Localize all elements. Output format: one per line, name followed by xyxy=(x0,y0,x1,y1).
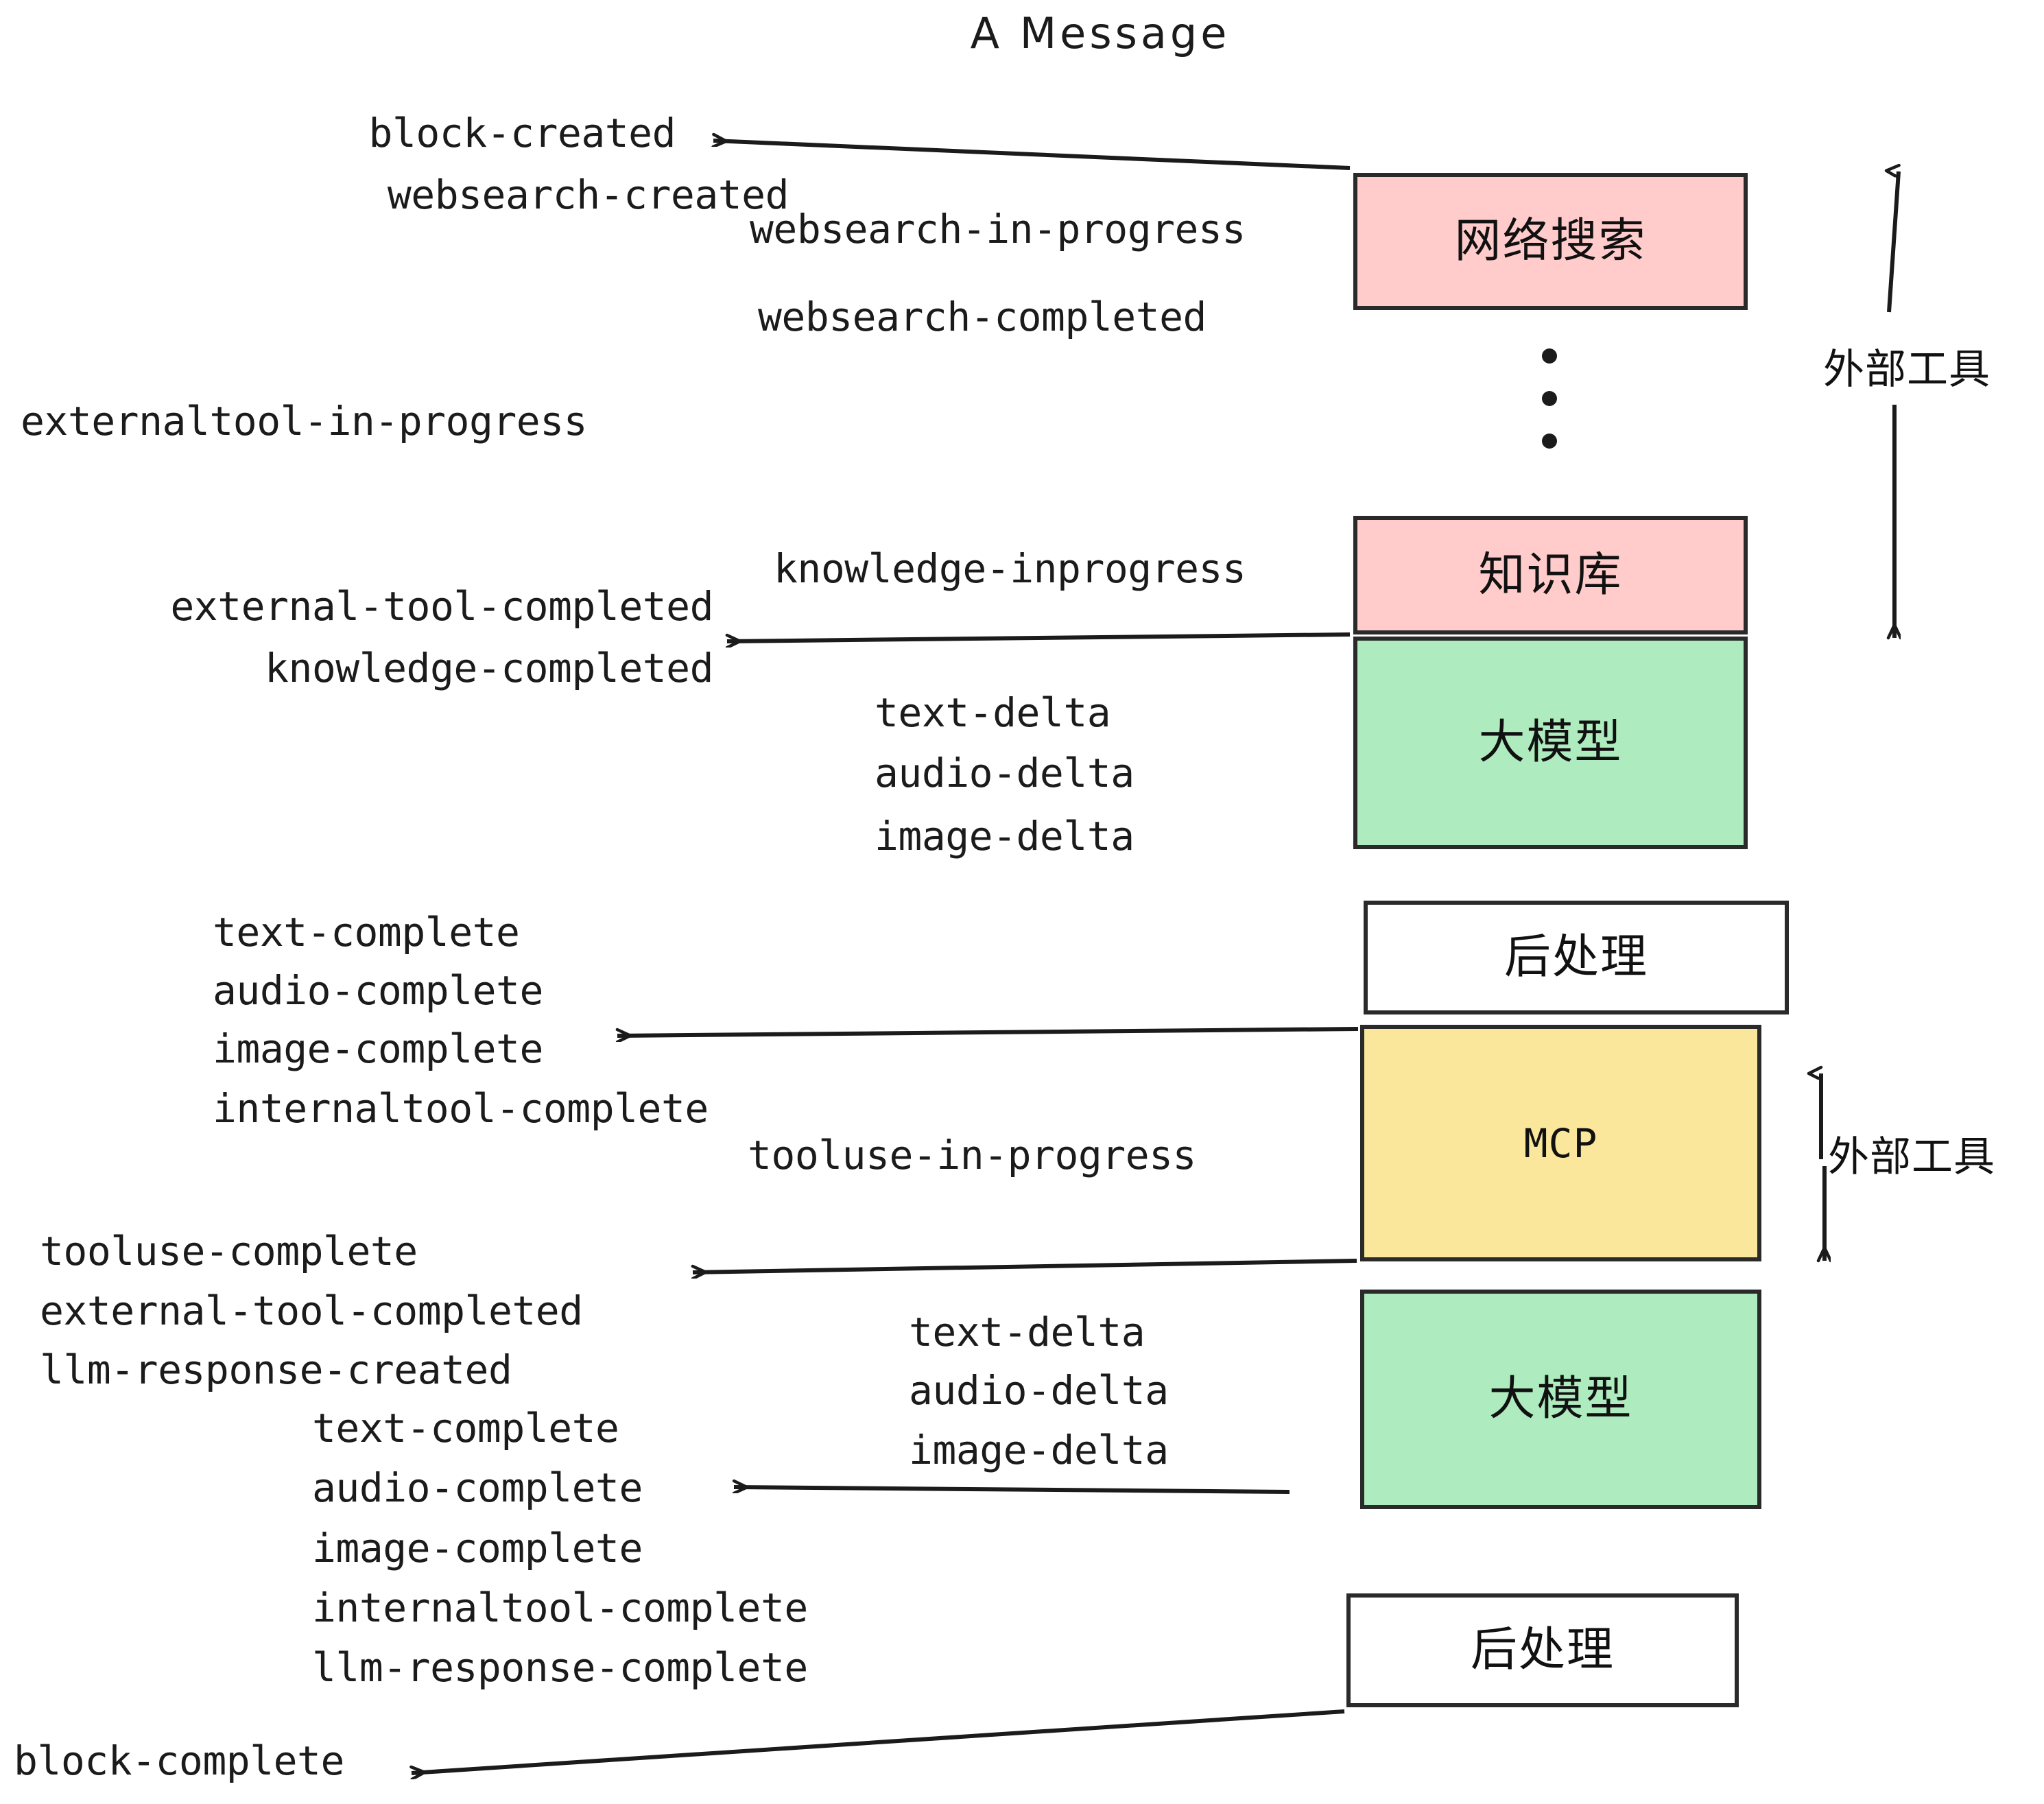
event-label-knowledge-completed: knowledge-completed xyxy=(265,645,713,691)
node-label: 知识库 xyxy=(1478,547,1623,602)
arrow-mcp-to-tooluse-complete xyxy=(693,1259,1357,1272)
event-label-knowledge-inprogress: knowledge-inprogress xyxy=(774,545,1246,592)
node-llm-2[interactable]: 大模型 xyxy=(1360,1290,1761,1509)
event-label-audio-complete-2: audio-complete xyxy=(312,1464,643,1511)
ellipsis-dot xyxy=(1542,348,1557,364)
event-label-image-complete-1: image-complete xyxy=(213,1025,543,1072)
arrow-llm2-to-audio-complete xyxy=(734,1487,1290,1494)
event-label-websearch-in-progress: websearch-in-progress xyxy=(750,206,1246,252)
node-postprocess-1[interactable]: 后处理 xyxy=(1364,901,1789,1014)
node-knowledge[interactable]: 知识库 xyxy=(1353,516,1748,634)
event-label-tooluse-in-progress: tooluse-in-progress xyxy=(748,1132,1196,1178)
event-label-tooluse-complete: tooluse-complete xyxy=(40,1228,418,1274)
event-label-image-delta-2: image-delta xyxy=(909,1427,1169,1473)
event-label-llm-response-created: llm-response-created xyxy=(40,1346,512,1393)
event-label-internaltool-complete-1: internaltool-complete xyxy=(213,1085,709,1132)
event-label-websearch-completed: websearch-completed xyxy=(758,294,1207,340)
page-title: A Message xyxy=(970,8,1231,58)
node-label: 大模型 xyxy=(1478,715,1623,770)
event-label-text-delta-1: text-delta xyxy=(875,689,1111,736)
arrow-knowledge-to-completed xyxy=(727,632,1351,641)
event-label-externaltool-in-progress: externaltool-in-progress xyxy=(21,398,588,444)
node-label: 后处理 xyxy=(1470,1623,1615,1677)
arrow-postprocess1-to-image-complete xyxy=(617,1027,1359,1036)
arrow-external-tool-top-up xyxy=(1889,171,1901,313)
ellipsis-dot xyxy=(1542,391,1557,406)
node-websearch[interactable]: 网络搜索 xyxy=(1353,173,1748,310)
vertical-ellipsis xyxy=(1542,348,1557,476)
arrow-websearch-to-created xyxy=(713,141,1351,170)
event-label-audio-delta-1: audio-delta xyxy=(875,750,1134,796)
event-label-llm-response-complete: llm-response-complete xyxy=(312,1644,808,1691)
node-llm-1[interactable]: 大模型 xyxy=(1353,637,1748,849)
event-label-websearch-created: websearch-created xyxy=(387,171,789,218)
event-label-text-complete-2: text-complete xyxy=(312,1405,619,1451)
side-label-external-tool-bottom: 外部工具 xyxy=(1828,1133,1995,1181)
event-label-audio-delta-2: audio-delta xyxy=(909,1367,1169,1414)
event-label-block-created: block-created xyxy=(368,110,676,156)
event-label-block-complete: block-complete xyxy=(14,1737,344,1784)
event-label-external-tool-completed-2: external-tool-completed xyxy=(40,1287,583,1334)
event-label-audio-complete-1: audio-complete xyxy=(213,967,543,1014)
event-label-image-delta-1: image-delta xyxy=(875,813,1134,859)
event-label-internaltool-complete-2: internaltool-complete xyxy=(312,1585,808,1631)
event-label-text-complete-1: text-complete xyxy=(213,909,520,956)
node-postprocess-2[interactable]: 后处理 xyxy=(1346,1593,1739,1707)
event-label-external-tool-completed-1: external-tool-completed xyxy=(170,583,713,630)
event-label-image-complete-2: image-complete xyxy=(312,1525,643,1571)
node-label: 后处理 xyxy=(1504,930,1648,984)
node-label: 网络搜索 xyxy=(1454,214,1647,268)
node-label: MCP xyxy=(1523,1119,1598,1167)
node-mcp[interactable]: MCP xyxy=(1360,1025,1761,1261)
node-label: 大模型 xyxy=(1488,1372,1633,1426)
ellipsis-dot xyxy=(1542,434,1557,449)
event-label-text-delta-2: text-delta xyxy=(909,1309,1145,1355)
arrow-postprocess2-to-block-complete xyxy=(412,1709,1345,1773)
side-label-external-tool-top: 外部工具 xyxy=(1823,346,1990,394)
